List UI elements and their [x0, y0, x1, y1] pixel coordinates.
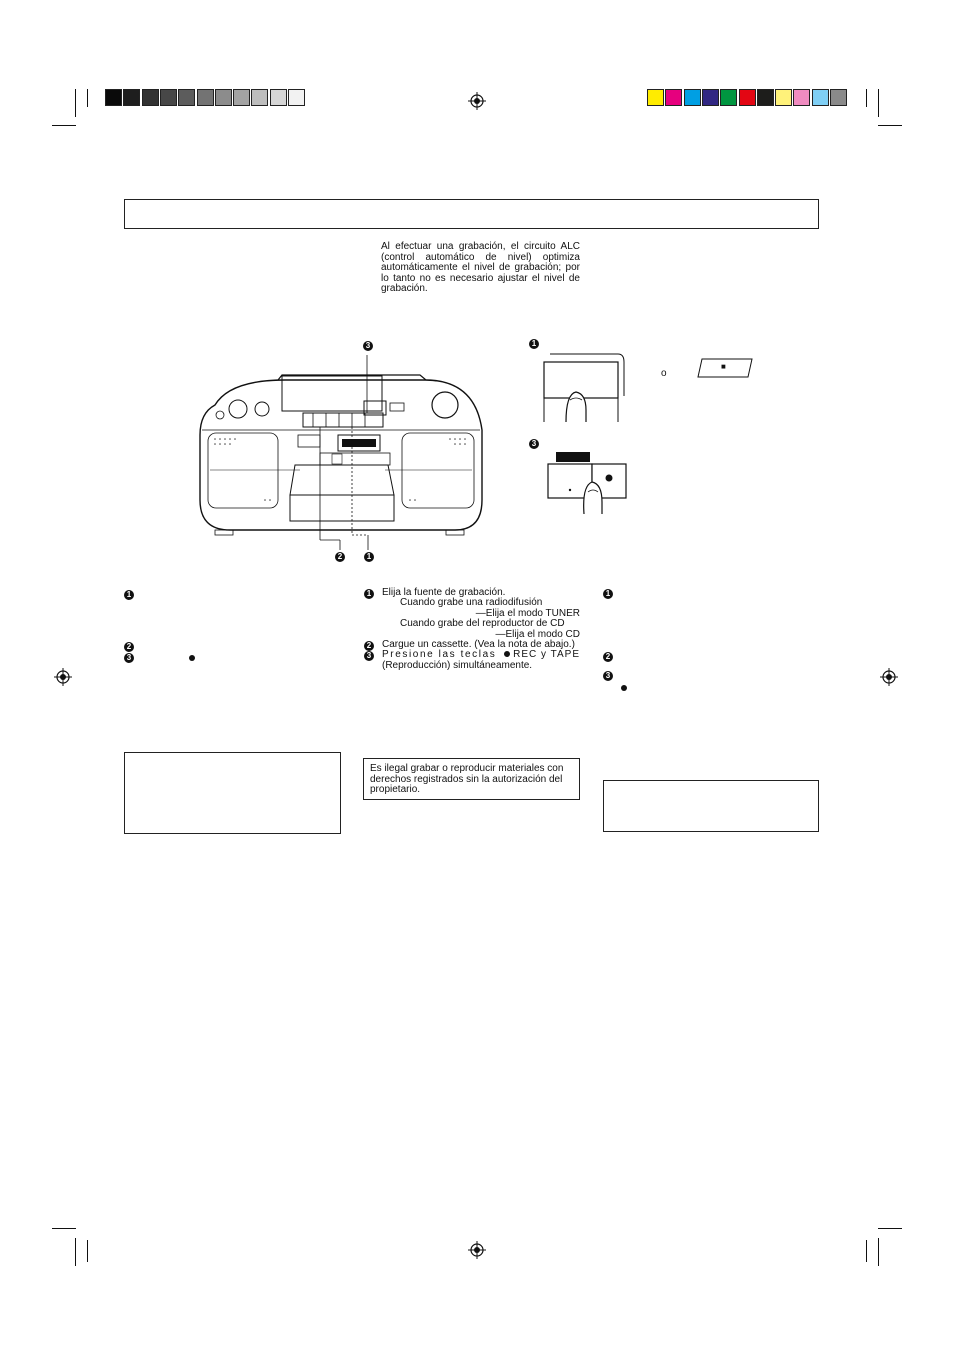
- registration-target-icon: [54, 668, 72, 686]
- right-step-2-marker: 2: [603, 652, 613, 662]
- left-step-3-marker: 3: [124, 653, 134, 663]
- left-step-2-marker: 2: [124, 642, 134, 652]
- color-swatch: [756, 89, 774, 106]
- intro-paragraph: Al efectuar una grabación, el circuito A…: [381, 241, 580, 295]
- registration-target-icon: [468, 1241, 486, 1259]
- center-step-3-text-c: (Reproducción) simultáneamente.: [382, 660, 533, 671]
- color-swatch: [251, 89, 269, 106]
- color-swatch: [141, 89, 159, 106]
- diagram-callout-1: 1: [364, 552, 374, 562]
- source-button-press-illustration: [543, 353, 625, 423]
- copyright-notice: Es ilegal grabar o reproducir materiales…: [370, 763, 564, 796]
- center-step-1-marker: 1: [364, 589, 374, 599]
- color-swatch: [647, 89, 664, 106]
- color-swatch: [811, 89, 829, 106]
- color-swatch: [793, 89, 811, 106]
- note-frame-left: [124, 752, 341, 834]
- color-swatch: [701, 89, 719, 106]
- color-swatch: [214, 89, 232, 106]
- center-step-2-text: Cargue un cassette. (Vea la nota de abaj…: [382, 639, 575, 650]
- registration-target-icon: [880, 668, 898, 686]
- section-title-frame: [124, 199, 819, 229]
- color-swatch: [288, 89, 305, 106]
- center-step-1-sub2-result: —Elija el modo CD: [495, 629, 580, 640]
- color-swatch: [683, 89, 701, 106]
- left-step-1-marker: 1: [124, 590, 134, 600]
- boombox-diagram: [199, 355, 483, 550]
- color-swatch: [830, 89, 847, 106]
- note-frame-right: [603, 780, 819, 832]
- right-step-3-marker: 3: [603, 671, 613, 681]
- center-step-3-text-a: Presione las teclas: [382, 649, 497, 660]
- center-step-3-line: Presione las teclas REC y TAPE: [382, 649, 580, 660]
- color-swatch: [233, 89, 251, 106]
- or-word: o: [661, 368, 667, 379]
- stop-square-icon: ■: [721, 362, 726, 371]
- cd-button-illustration: [697, 358, 753, 378]
- color-swatch: [178, 89, 196, 106]
- illustration-step-1-marker: 1: [529, 339, 539, 349]
- color-swatch: [123, 89, 141, 106]
- rec-play-press-illustration: [547, 452, 627, 515]
- center-step-1-text: Elija la fuente de grabación.: [382, 587, 506, 598]
- rec-dot-icon: [189, 655, 195, 661]
- right-step-1-marker: 1: [603, 589, 613, 599]
- color-swatch: [196, 89, 214, 106]
- rec-dot-icon: [621, 685, 627, 691]
- center-step-1-sub1-result: —Elija el modo TUNER: [475, 608, 580, 619]
- diagram-callout-2: 2: [335, 552, 345, 562]
- color-swatch: [269, 89, 287, 106]
- notice-frame-center: Es ilegal grabar o reproducir materiales…: [363, 758, 580, 800]
- color-swatch: [105, 89, 122, 106]
- color-swatch: [720, 89, 738, 106]
- center-step-2-marker: 2: [364, 641, 374, 651]
- diagram-callout-3: 3: [363, 341, 373, 351]
- center-step-1-sub1: Cuando grabe una radiodifusión: [400, 597, 543, 608]
- registration-target-icon: [468, 92, 486, 110]
- center-step-3-text-b: REC y TAPE: [513, 649, 580, 660]
- rec-dot-icon: [504, 651, 511, 657]
- illustration-step-3-marker: 3: [529, 439, 539, 449]
- color-swatch: [159, 89, 177, 106]
- color-swatch: [775, 89, 793, 106]
- color-swatch: [738, 89, 756, 106]
- center-step-3-marker: 3: [364, 651, 374, 661]
- center-step-1-sub2: Cuando grabe del reproductor de CD: [400, 618, 565, 629]
- color-swatch: [665, 89, 683, 106]
